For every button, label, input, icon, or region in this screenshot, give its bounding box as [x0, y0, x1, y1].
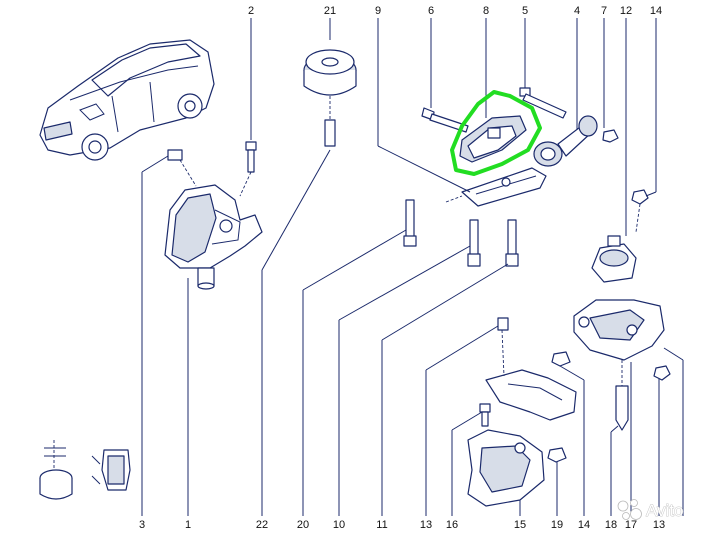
part-1-engine-mount — [164, 184, 263, 290]
part-13-nut-right — [653, 365, 671, 381]
callout-22: 22 — [256, 519, 268, 531]
callout-13-right: 13 — [653, 519, 665, 531]
part-6-bolt — [421, 107, 469, 133]
callout-6: 6 — [428, 5, 434, 17]
part-18-stud — [615, 385, 629, 431]
callout-16: 16 — [446, 519, 458, 531]
callout-15: 15 — [514, 519, 526, 531]
watermark-text: Avito — [646, 501, 684, 520]
part-12-mount-pad — [591, 235, 637, 283]
part-2-bolt — [239, 141, 257, 197]
avito-watermark: Avito — [617, 499, 684, 520]
callout-9: 9 — [375, 5, 381, 17]
callout-20: 20 — [297, 519, 309, 531]
car-illustration — [39, 39, 215, 161]
callout-18: 18 — [605, 519, 617, 531]
detail-insulator-group — [39, 440, 131, 500]
callout-2: 2 — [248, 5, 254, 17]
callout-13-mid: 13 — [420, 519, 432, 531]
callout-10: 10 — [333, 519, 345, 531]
part-8-highlight — [450, 90, 542, 176]
callout-1: 1 — [185, 519, 191, 531]
callout-8: 8 — [483, 5, 489, 17]
callout-21: 21 — [324, 5, 336, 17]
part-9-plate — [445, 167, 547, 207]
part-7-nut — [602, 129, 619, 143]
bolts-20-10-11 — [403, 199, 519, 267]
leader-lines — [141, 18, 684, 516]
part-17-support-bracket — [573, 299, 665, 386]
callout-19: 19 — [551, 519, 563, 531]
part-5-bolt — [519, 87, 567, 119]
part-4-torque-rod — [533, 115, 598, 167]
avito-logo-icon — [617, 499, 642, 520]
callout-14-right: 14 — [578, 519, 590, 531]
part-19-nut — [547, 351, 571, 463]
callout-7: 7 — [601, 5, 607, 17]
callout-17: 17 — [625, 519, 637, 531]
callout-3: 3 — [139, 519, 145, 531]
part-8-bracket — [459, 115, 527, 163]
part-3-bolt — [167, 149, 197, 187]
part-14-nut-top — [631, 189, 649, 233]
callout-14-top: 14 — [650, 5, 662, 17]
callout-4: 4 — [574, 5, 580, 17]
part-21-damper — [303, 49, 357, 147]
callout-5: 5 — [522, 5, 528, 17]
part-15-lower-bracket — [467, 317, 577, 507]
callout-11: 11 — [376, 519, 387, 531]
part-16-bolt — [479, 403, 491, 427]
callout-12: 12 — [620, 5, 632, 17]
